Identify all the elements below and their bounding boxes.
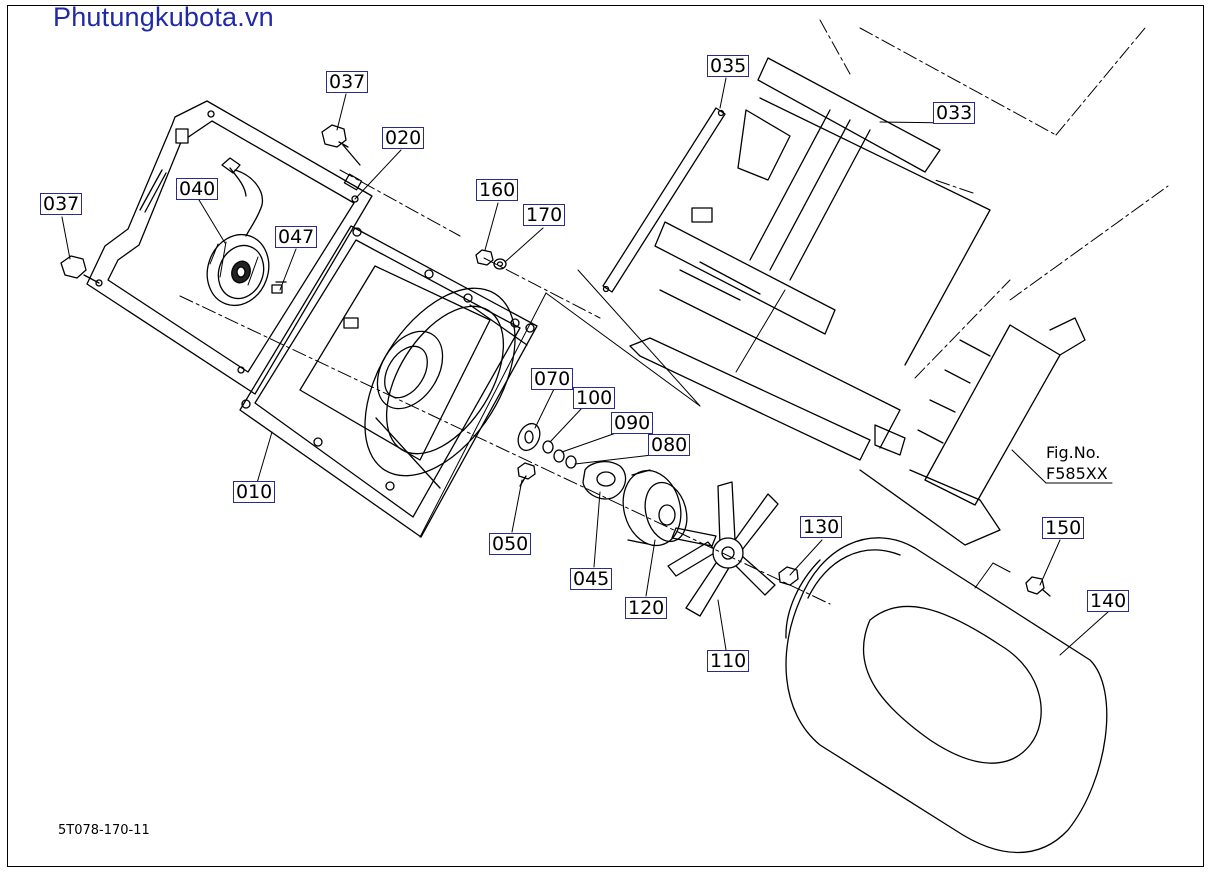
callout-035[interactable]: 035 bbox=[707, 55, 750, 77]
figure-number-label: Fig.No. F585XX bbox=[1046, 442, 1108, 484]
callout-037-top[interactable]: 037 bbox=[326, 71, 369, 93]
callout-100[interactable]: 100 bbox=[573, 387, 616, 409]
callout-170[interactable]: 170 bbox=[523, 204, 566, 226]
callout-070[interactable]: 070 bbox=[531, 368, 574, 390]
callout-080[interactable]: 080 bbox=[648, 434, 691, 456]
bolt-130 bbox=[778, 566, 799, 586]
callout-160[interactable]: 160 bbox=[476, 179, 519, 201]
drawing-number: 5T078-170-11 bbox=[58, 823, 150, 838]
knob-037-left bbox=[60, 255, 100, 284]
callout-033[interactable]: 033 bbox=[933, 102, 976, 124]
fig-label: Fig.No. bbox=[1046, 443, 1101, 462]
callout-010[interactable]: 010 bbox=[233, 481, 276, 503]
nut-160 bbox=[475, 249, 494, 266]
watermark-text: Phutungkubota.vn bbox=[53, 2, 274, 32]
callout-045[interactable]: 045 bbox=[570, 568, 613, 590]
callout-047[interactable]: 047 bbox=[275, 226, 318, 248]
radiator-frame-033 bbox=[629, 57, 1086, 546]
callout-150[interactable]: 150 bbox=[1042, 517, 1085, 539]
callout-140[interactable]: 140 bbox=[1087, 590, 1130, 612]
bolt-050 bbox=[517, 462, 536, 487]
center-lines bbox=[179, 19, 1169, 605]
spacer-100 bbox=[542, 440, 554, 454]
washer-090 bbox=[553, 449, 565, 463]
fan-blades-110 bbox=[667, 481, 779, 617]
callout-130[interactable]: 130 bbox=[800, 516, 843, 538]
callout-120[interactable]: 120 bbox=[625, 597, 668, 619]
bracket-035 bbox=[602, 107, 726, 293]
callout-110[interactable]: 110 bbox=[707, 650, 750, 672]
callout-020[interactable]: 020 bbox=[382, 127, 425, 149]
leader-lines bbox=[61, 77, 1113, 656]
fan-motor-040 bbox=[206, 157, 287, 307]
knob-037-top bbox=[321, 124, 361, 166]
callout-037-left[interactable]: 037 bbox=[40, 193, 83, 215]
drawing-frame bbox=[7, 5, 1204, 867]
nut-080 bbox=[565, 455, 577, 469]
callout-050[interactable]: 050 bbox=[489, 533, 532, 555]
gasket-frame-020 bbox=[86, 100, 373, 395]
fig-number: F585XX bbox=[1046, 464, 1108, 483]
fan-cover-140 bbox=[785, 537, 1108, 854]
pulley-120 bbox=[622, 469, 688, 547]
plate-045 bbox=[582, 460, 627, 500]
bolt-150 bbox=[1025, 576, 1051, 597]
callout-040[interactable]: 040 bbox=[176, 178, 219, 200]
hub-070 bbox=[517, 422, 541, 452]
callout-090[interactable]: 090 bbox=[611, 412, 654, 434]
